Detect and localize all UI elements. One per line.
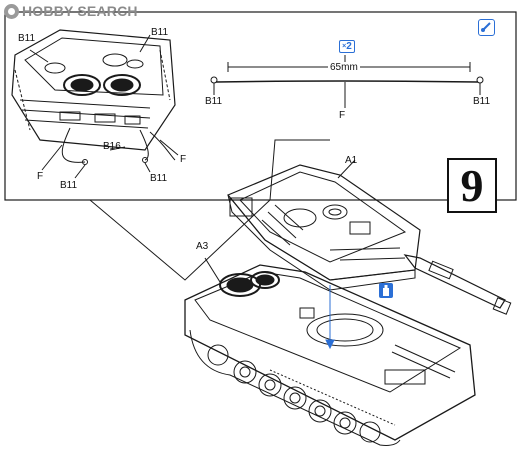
step-number-box: 9	[447, 158, 497, 213]
step-number: 9	[460, 160, 484, 211]
wire-quantity: 2	[346, 41, 352, 52]
label-a1: A1	[345, 155, 358, 166]
label-f-wire: F	[339, 110, 346, 121]
label-b11-wire-left: B11	[205, 96, 223, 107]
watermark: HOBBY SEARCH	[4, 3, 138, 19]
label-b11-wire-right: B11	[473, 96, 491, 107]
detail-frame	[4, 11, 517, 201]
label-b11-detail-top-right: B11	[151, 27, 169, 38]
road-wheels	[207, 344, 381, 443]
label-b11-detail-bottom-left: B11	[60, 180, 78, 191]
watermark-text: HOBBY SEARCH	[22, 3, 138, 19]
label-a3: A3	[196, 241, 209, 252]
cement-icon	[379, 283, 393, 298]
quantity-icon: ×2	[339, 40, 355, 53]
label-f-detail-left: F	[37, 171, 44, 182]
callout-pointer	[89, 199, 271, 281]
turret-a1	[227, 159, 512, 315]
hull-a3	[184, 257, 476, 446]
cutter-icon	[478, 19, 495, 36]
label-b11-detail-bottom-right: B11	[150, 173, 168, 184]
label-b16: B16	[103, 141, 121, 152]
watermark-logo-icon	[4, 3, 19, 19]
label-b11-detail-top-left: B11	[18, 33, 36, 44]
label-f-detail-right: F	[180, 154, 187, 165]
rear-hull-detail	[11, 29, 179, 179]
label-wire-length: 65mm	[328, 62, 360, 73]
